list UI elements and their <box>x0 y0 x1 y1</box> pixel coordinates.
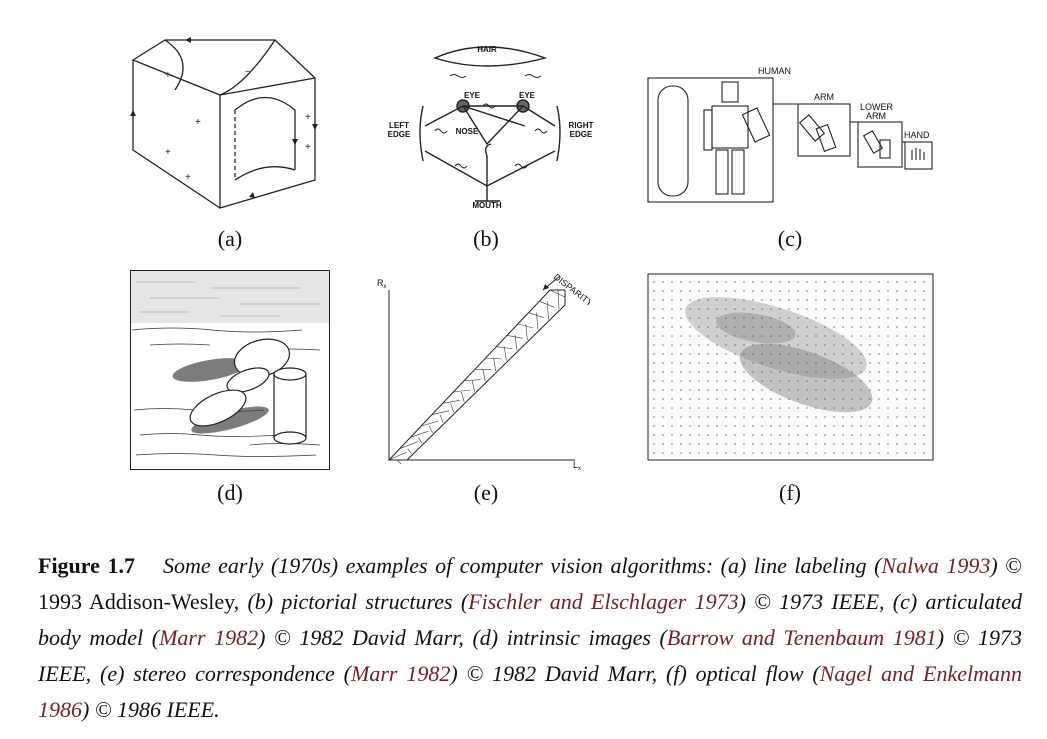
optical-flow-field <box>653 281 925 454</box>
panel-c-label: (c) <box>777 226 803 251</box>
disparity-grid <box>388 289 566 465</box>
panel-d-intrinsic-images <box>130 270 330 470</box>
nose-label: NOSE <box>456 127 479 136</box>
citation-barrow-1981[interactable]: Barrow and Tenenbaum 1981 <box>666 625 937 650</box>
stereo-correspondence-drawing: Rx Lx DISPARITY <box>377 272 590 470</box>
citation-fischler-1973[interactable]: Fischler and Elschlager 1973 <box>468 589 739 614</box>
line-labeling-drawing: + + + + + − + <box>130 37 318 209</box>
panel-b-pictorial-structures: HAIR EYE EYE LEFT EDGE RIGHT EDGE NOSE M… <box>375 36 600 211</box>
human-label: HUMAN <box>758 66 791 76</box>
hand-label: HAND <box>904 130 930 140</box>
svg-text:+: + <box>305 142 311 153</box>
caption-text-4: ) © 1973 IEEE, (c) articulated body mode… <box>38 589 1023 650</box>
svg-text:+: + <box>165 147 171 158</box>
caption-text-7: ) © 1982 David Marr, (f) optical flow ( <box>450 661 820 686</box>
figure-number: Figure 1.7 <box>38 553 135 578</box>
articulated-body-drawing: HUMAN ARM LOWER ARM HAND <box>647 66 933 203</box>
axis-y-label: Rx <box>377 278 387 290</box>
citation-nagel-1986[interactable]: Nagel and Enkelmann 1986 <box>38 661 1022 722</box>
axis-x-label: Lx <box>573 460 581 470</box>
panel-a-line-labeling: + + + + + − + <box>125 30 335 220</box>
right-edge-label-2: EDGE <box>570 130 593 139</box>
lower-arm-label-1: LOWER <box>860 102 894 112</box>
panel-d-label: (d) <box>217 480 243 505</box>
svg-text:−: − <box>245 67 251 78</box>
caption-copyright-addison: © 1993 Addison-Wesley, <box>38 553 1023 614</box>
intrinsic-images-drawing <box>130 270 330 470</box>
left-edge-label-2: EDGE <box>388 130 411 139</box>
caption-text-8: ) © 1986 IEEE. <box>82 697 220 722</box>
svg-text:+: + <box>185 172 191 183</box>
caption-text-3: (b) pictorial structures ( <box>247 589 469 614</box>
arm-label: ARM <box>814 92 834 102</box>
caption-text-5: ) © 1982 David Marr, (d) intrinsic image… <box>258 625 667 650</box>
citation-marr-1982-a[interactable]: Marr 1982 <box>159 625 259 650</box>
optical-flow-drawing <box>647 273 934 461</box>
panel-f-optical-flow <box>636 268 941 468</box>
panel-e-stereo-correspondence: Rx Lx DISPARITY <box>375 270 590 470</box>
caption-text-6: ) © 1973 IEEE, (e) stereo correspondence… <box>38 625 1022 686</box>
left-edge-label-1: LEFT <box>389 121 409 130</box>
lower-arm-label-2: ARM <box>866 111 886 121</box>
panel-a-label: (a) <box>217 226 243 251</box>
citation-nalwa-1993[interactable]: Nalwa 1993 <box>881 553 991 578</box>
svg-text:+: + <box>195 117 201 128</box>
panel-f-label: (f) <box>779 480 801 505</box>
caption-text-2: ) <box>990 553 1006 578</box>
panel-e-label: (e) <box>473 480 499 505</box>
svg-text:+: + <box>165 70 171 81</box>
eye-right-label: EYE <box>519 91 536 100</box>
right-edge-label-1: RIGHT <box>569 121 594 130</box>
citation-marr-1982-b[interactable]: Marr 1982 <box>351 661 451 686</box>
pictorial-structures-drawing: HAIR EYE EYE LEFT EDGE RIGHT EDGE NOSE M… <box>388 45 594 210</box>
caption-text-1: Some early (1970s) examples of computer … <box>162 553 882 578</box>
panel-b-label: (b) <box>473 226 499 251</box>
hair-label: HAIR <box>477 45 497 54</box>
eye-left-label: EYE <box>464 91 481 100</box>
panel-c-articulated-body-model: HUMAN ARM LOWER ARM HAND <box>640 62 940 207</box>
svg-text:+: + <box>305 112 311 123</box>
mouth-label: MOUTH <box>472 201 502 210</box>
figure-caption: Figure 1.7 Some early (1970s) examples of… <box>38 548 1022 728</box>
